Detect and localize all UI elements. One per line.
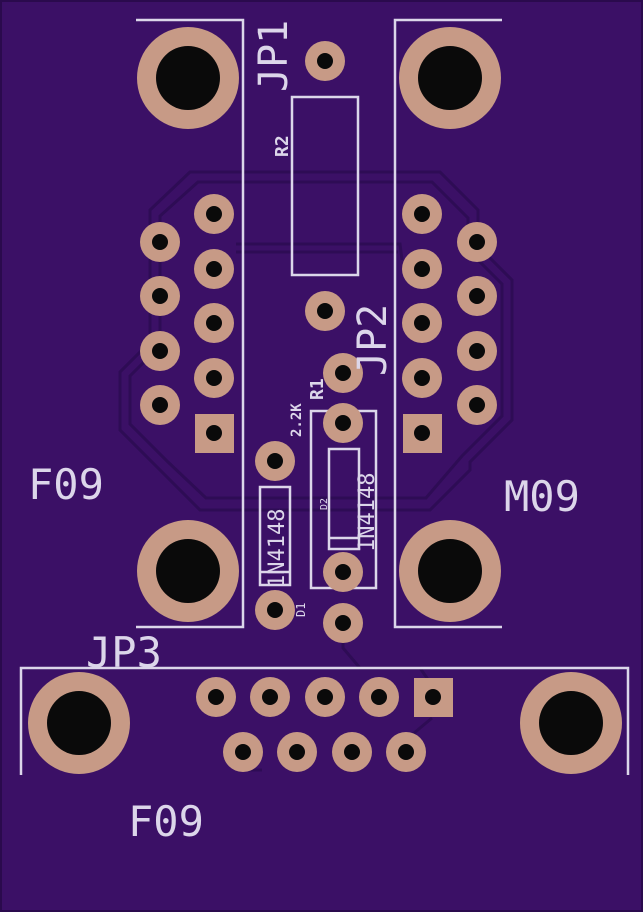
connector-outline-left (136, 18, 245, 629)
pad (402, 358, 442, 398)
label-d2: D2 (319, 498, 330, 510)
pad (305, 41, 345, 81)
r2-body (290, 95, 360, 277)
mount-hole (28, 672, 130, 774)
pad (323, 353, 363, 393)
pad (402, 249, 442, 289)
pad (323, 552, 363, 592)
label-r1-value: 2.2K (289, 403, 305, 437)
pad (223, 732, 263, 772)
pad-square (195, 414, 234, 453)
label-r2: R2 (272, 135, 293, 157)
pad (402, 303, 442, 343)
pad (255, 441, 295, 481)
pad (140, 276, 180, 316)
pad (194, 194, 234, 234)
label-f09-left: F09 (28, 460, 104, 509)
pad (140, 222, 180, 262)
connector-outline-bottom (19, 666, 630, 775)
label-jp3: JP3 (86, 628, 162, 677)
pad (323, 603, 363, 643)
pad (332, 732, 372, 772)
pad (194, 249, 234, 289)
pad (305, 677, 345, 717)
label-jp1: JP1 (251, 20, 297, 92)
pad (196, 677, 236, 717)
d2-body (327, 447, 361, 551)
label-d2-part: 1N4148 (355, 473, 380, 552)
label-d1-part: 1N4148 (265, 509, 290, 588)
mounting-holes (28, 27, 622, 774)
pad (457, 222, 497, 262)
d1-body (258, 485, 292, 587)
mount-hole (137, 520, 239, 622)
pad (305, 291, 345, 331)
pad (457, 385, 497, 425)
pad (323, 403, 363, 443)
pad-square (414, 678, 453, 717)
silkscreen-text: JP1 R2 JP2 R1 2.2K 1N4148 D1 1N4148 D2 F… (28, 20, 580, 846)
label-jp2: JP2 (350, 304, 396, 376)
pad (402, 194, 442, 234)
connector-outline-right (393, 18, 502, 629)
pad (194, 358, 234, 398)
label-r1: R1 (307, 378, 328, 400)
pad (457, 276, 497, 316)
label-m09-right: M09 (504, 472, 580, 521)
pad (140, 331, 180, 371)
mount-hole (520, 672, 622, 774)
pad (250, 677, 290, 717)
pad-square (403, 414, 442, 453)
pad (277, 732, 317, 772)
pads (140, 41, 497, 772)
label-f09-bottom: F09 (128, 797, 204, 846)
pad (386, 732, 426, 772)
pad (140, 385, 180, 425)
pad (457, 331, 497, 371)
pad (359, 677, 399, 717)
pad (255, 590, 295, 630)
label-d1: D1 (294, 603, 308, 617)
mount-hole (137, 27, 239, 129)
mount-hole (399, 520, 501, 622)
pad (194, 303, 234, 343)
mount-hole (399, 27, 501, 129)
